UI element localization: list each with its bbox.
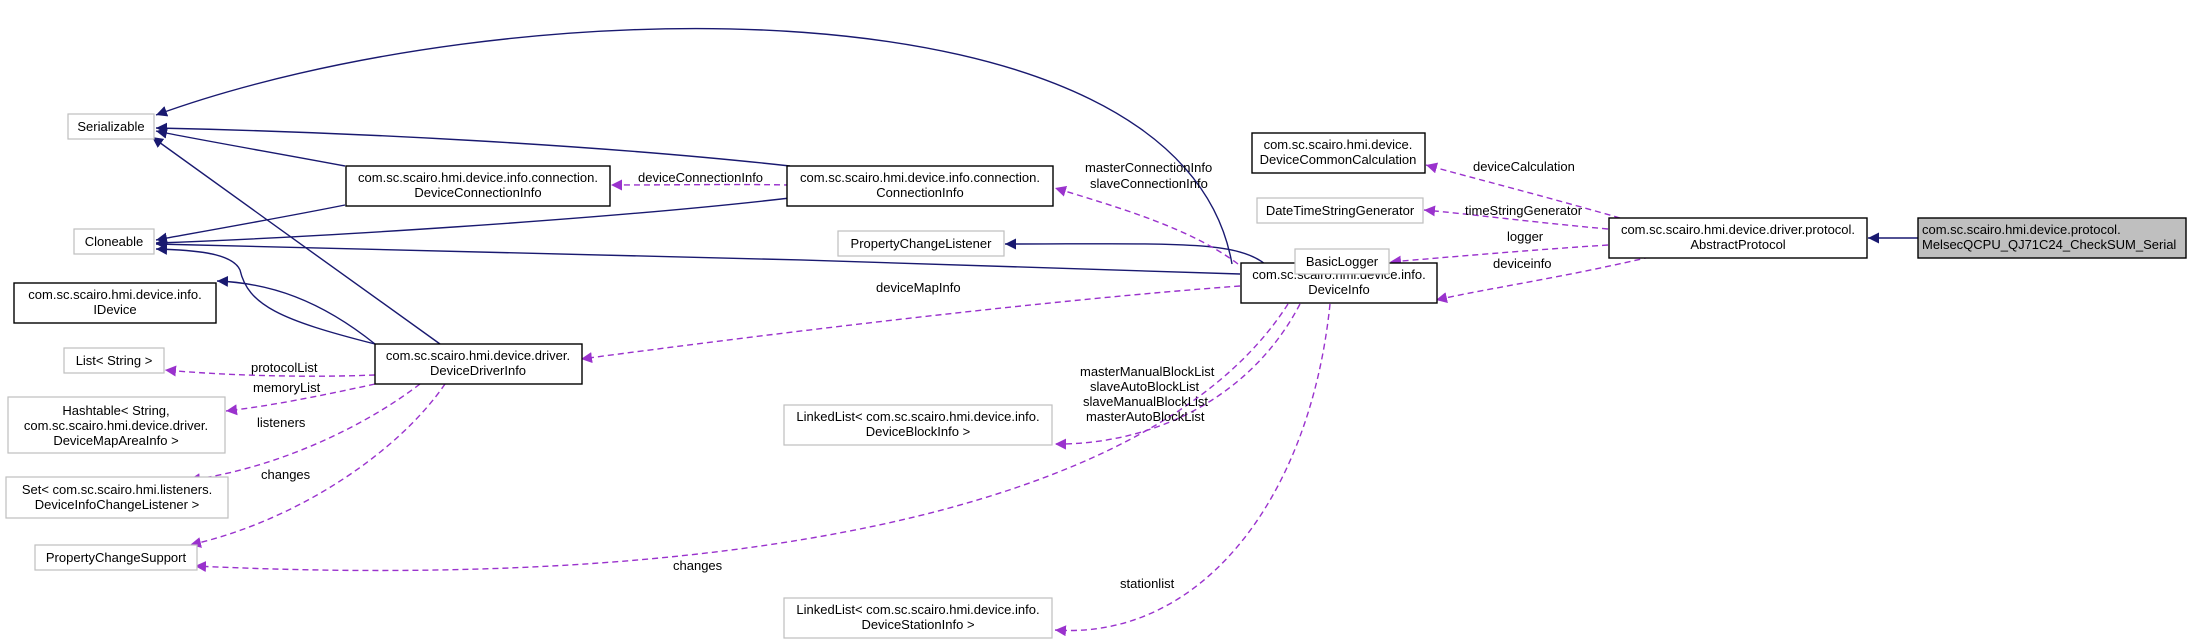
svg-text:com.sc.scairo.hmi.device.info.: com.sc.scairo.hmi.device.info.IDevice [28,287,201,317]
svg-text:com.sc.scairo.hmi.device.info.: com.sc.scairo.hmi.device.info.connection… [800,170,1040,200]
node-melsec-focus[interactable]: com.sc.scairo.hmi.device.protocol.Melsec… [1917,217,2187,259]
node-connection-info[interactable]: com.sc.scairo.hmi.device.info.connection… [786,165,1054,207]
label-protocol-list: protocolList [251,360,318,375]
edge-deviceconnectioninfo-serializable [155,127,346,167]
node-property-change-listener[interactable]: PropertyChangeListener [837,230,1005,257]
label-time-string-generator: timeStringGenerator [1465,203,1583,218]
svg-text:PropertyChangeListener: PropertyChangeListener [851,236,993,251]
node-property-change-support[interactable]: PropertyChangeSupport [34,544,198,571]
edge-devicedriverinfo-propertychangesupport [189,383,446,548]
svg-text:com.sc.scairo.hmi.device.Devic: com.sc.scairo.hmi.device.DeviceCommonCal… [1260,137,1417,167]
svg-text:com.sc.scairo.hmi.device.drive: com.sc.scairo.hmi.device.driver.protocol… [1621,222,1855,252]
edge-deviceinfo-cloneable [155,238,1241,275]
node-list-string[interactable]: List< String > [63,347,165,374]
node-device-driver-info[interactable]: com.sc.scairo.hmi.device.driver.DeviceDr… [374,343,583,385]
svg-text:Hashtable< String,com.sc.scair: Hashtable< String,com.sc.scairo.hmi.devi… [24,403,208,448]
edge-abstractprotocol-basiclogger [1389,244,1609,267]
edge-deviceinfo-linkedblock [1054,303,1301,450]
edge-abstractprotocol-deviceinfo [1435,256,1651,303]
edge-devicedriverinfo-idevice [216,275,376,345]
edge-abstractprotocol-devicecommoncalc [1425,162,1621,219]
node-datetime-string-generator[interactable]: DateTimeStringGenerator [1256,197,1424,224]
node-device-connection-info[interactable]: com.sc.scairo.hmi.device.info.connection… [345,165,611,207]
node-device-common-calculation[interactable]: com.sc.scairo.hmi.device.DeviceCommonCal… [1251,132,1426,174]
svg-text:com.sc.scairo.hmi.device.proto: com.sc.scairo.hmi.device.protocol.Melsec… [1922,222,2176,252]
edge-deviceinfo-propertychangesupport [194,303,1289,573]
edge-deviceinfo-devicedriverinfo [580,285,1241,364]
node-linked-block-info[interactable]: LinkedList< com.sc.scairo.hmi.device.inf… [783,404,1053,446]
edge-devicedriverinfo-hashtable [225,383,376,416]
edge-abstractprotocol-datetimegen [1423,205,1609,230]
edge-deviceinfo-connectioninfo [1054,185,1239,265]
label-deviceinfo: deviceinfo [1493,256,1552,271]
nodes: Serializable Cloneable com.sc.scairo.hmi… [5,113,2187,639]
node-linked-station-info[interactable]: LinkedList< com.sc.scairo.hmi.device.inf… [783,597,1053,639]
svg-text:BasicLogger: BasicLogger [1306,254,1379,269]
svg-text:com.sc.scairo.hmi.device.info.: com.sc.scairo.hmi.device.info.connection… [358,170,598,200]
node-serializable[interactable]: Serializable [67,113,155,140]
node-basic-logger[interactable]: BasicLogger [1294,248,1390,275]
svg-text:com.sc.scairo.hmi.device.drive: com.sc.scairo.hmi.device.driver.DeviceDr… [386,348,570,378]
label-device-connection-info: deviceConnectionInfo [638,170,763,185]
label-changes-info: changes [673,558,723,573]
svg-text:Cloneable: Cloneable [85,234,144,249]
edge-labels: deviceConnectionInfo masterConnectionInf… [251,159,1583,591]
edge-devicedriverinfo-liststring [164,365,376,377]
edge-deviceinfo-propertychangelistener [1004,238,1266,265]
label-device-map-info: deviceMapInfo [876,280,961,295]
edge-deviceinfo-linkedstation [1054,303,1331,637]
svg-text:DateTimeStringGenerator: DateTimeStringGenerator [1266,203,1415,218]
svg-text:PropertyChangeSupport: PropertyChangeSupport [46,550,187,565]
edge-devicedriverinfo-cloneable [155,243,376,345]
edge-deviceconnectioninfo-cloneable [155,204,346,244]
label-listeners: listeners [257,415,306,430]
svg-text:Set< com.sc.scairo.hmi.listene: Set< com.sc.scairo.hmi.listeners.DeviceI… [22,482,212,512]
node-abstract-protocol[interactable]: com.sc.scairo.hmi.device.driver.protocol… [1608,217,1868,259]
node-set-listener[interactable]: Set< com.sc.scairo.hmi.listeners.DeviceI… [5,476,229,519]
edge-devicedriverinfo-setlistener [188,383,421,485]
usage-edges [164,162,1651,637]
svg-text:LinkedList< com.sc.scairo.hmi.: LinkedList< com.sc.scairo.hmi.device.inf… [796,602,1039,632]
label-memory-list: memoryList [253,380,321,395]
edge-connectioninfo-cloneable [155,197,791,249]
edge-deviceinfo-serializable [155,27,1233,265]
edge-devicedriverinfo-serializable [151,136,441,345]
node-cloneable[interactable]: Cloneable [73,228,155,255]
svg-text:Serializable: Serializable [77,119,144,134]
label-stationlist: stationlist [1120,576,1175,591]
svg-text:List< String >: List< String > [76,353,153,368]
svg-text:LinkedList< com.sc.scairo.hmi.: LinkedList< com.sc.scairo.hmi.device.inf… [796,409,1039,439]
node-idevice[interactable]: com.sc.scairo.hmi.device.info.IDevice [13,282,217,324]
label-changes-driver: changes [261,467,311,482]
node-hashtable[interactable]: Hashtable< String,com.sc.scairo.hmi.devi… [7,396,226,454]
inheritance-edges [151,27,1918,345]
label-logger: logger [1507,229,1544,244]
label-device-calculation: deviceCalculation [1473,159,1575,174]
edge-connectioninfo-serializable [155,122,791,167]
